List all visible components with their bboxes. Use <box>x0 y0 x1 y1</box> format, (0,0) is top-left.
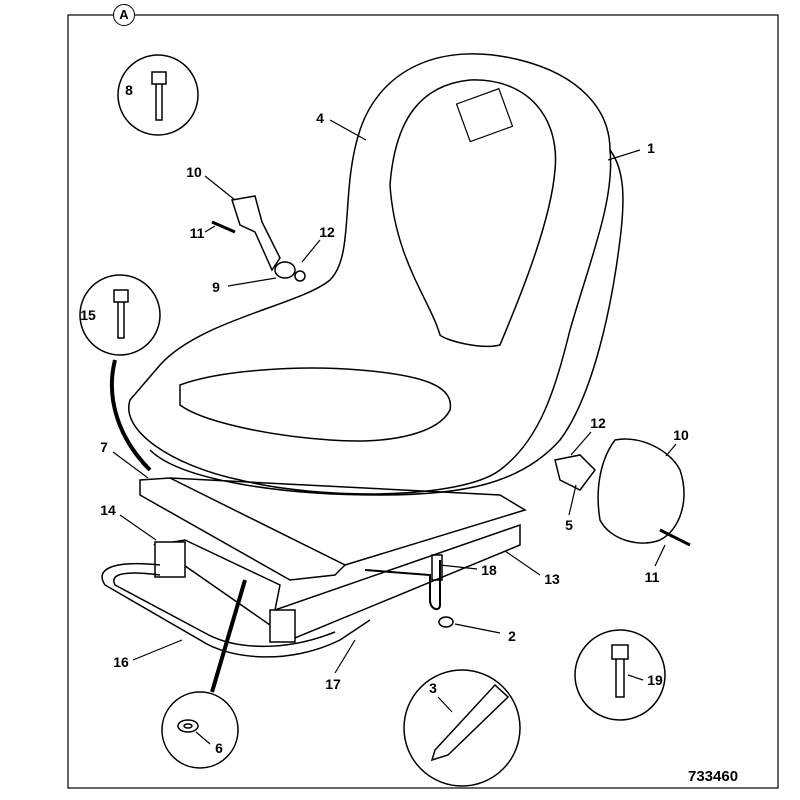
callout-1: 1 <box>647 140 655 156</box>
view-reference-a: A <box>113 4 135 26</box>
callout-7: 7 <box>100 439 108 455</box>
jcb-logo <box>455 87 514 143</box>
callout-8: 8 <box>125 82 133 98</box>
callout-19: 19 <box>647 672 663 688</box>
callout-13: 13 <box>544 571 560 587</box>
frame <box>67 14 779 789</box>
callout-15: 15 <box>80 307 96 323</box>
callout-11: 11 <box>189 225 205 241</box>
callout-11-right: 11 <box>644 569 660 585</box>
seat <box>127 53 624 496</box>
callout-14: 14 <box>100 502 116 518</box>
callout-12: 12 <box>319 224 335 240</box>
callout-10-right: 10 <box>673 427 689 443</box>
callout-12-right: 12 <box>590 415 606 431</box>
figure-number: 733460 <box>688 768 739 785</box>
callout-4: 4 <box>316 110 324 126</box>
callout-9: 9 <box>212 279 220 295</box>
callout-18: 18 <box>481 562 497 578</box>
callout-6: 6 <box>215 740 223 756</box>
callout-16: 16 <box>113 654 129 670</box>
callout-10: 10 <box>186 164 202 180</box>
callout-3: 3 <box>429 680 437 696</box>
callout-2: 2 <box>508 628 516 644</box>
callout-17: 17 <box>325 676 341 692</box>
callout-5: 5 <box>565 517 573 533</box>
